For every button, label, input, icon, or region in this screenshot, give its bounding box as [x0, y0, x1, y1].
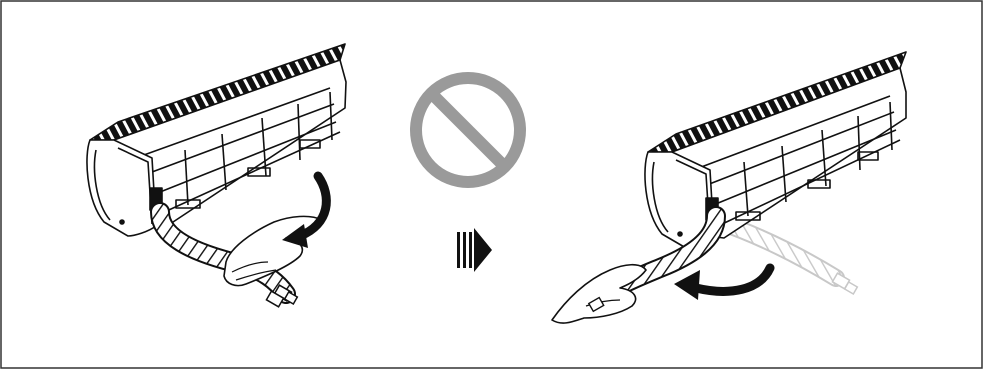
pipe-fitting-faded [832, 273, 857, 294]
no-icon [416, 78, 520, 182]
curved-arrow-icon-right [674, 268, 770, 300]
hand-right [552, 265, 646, 323]
left-panel [87, 44, 346, 307]
next-arrow-icon [457, 228, 492, 272]
curved-arrow-icon [282, 176, 326, 248]
right-panel [552, 52, 906, 323]
indoor-unit-right [645, 52, 906, 248]
indoor-unit-left [87, 44, 346, 236]
